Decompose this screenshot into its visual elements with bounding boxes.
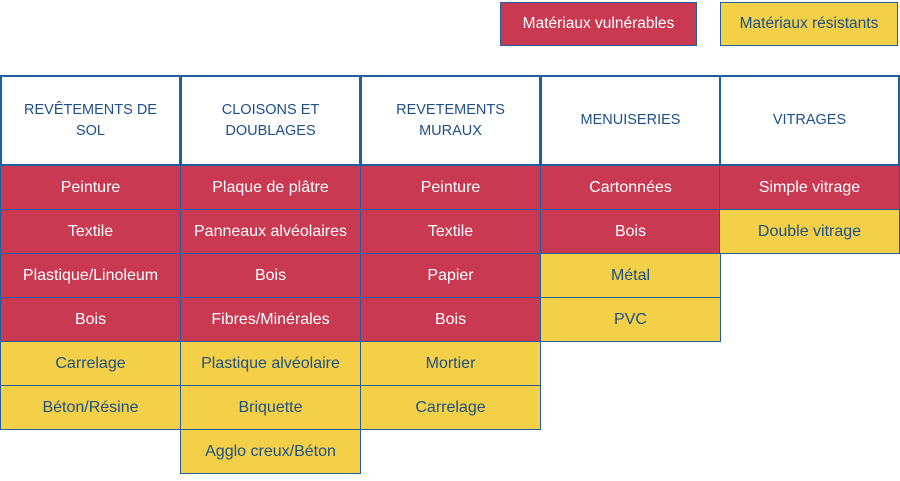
material-cell: Métal (540, 253, 721, 298)
legend-resistant-label: Matériaux résistants (739, 15, 879, 32)
material-cell: Double vitrage (719, 209, 900, 254)
material-cell: Carrelage (0, 341, 181, 386)
material-cell: Plastique/Linoleum (0, 253, 181, 298)
material-cell: Plaque de plâtre (180, 165, 361, 210)
material-cell: Carrelage (360, 385, 541, 430)
material-cell: PVC (540, 297, 721, 342)
material-cell: Fibres/Minérales (180, 297, 361, 342)
material-cell: Panneaux alvéolaires (180, 209, 361, 254)
material-cell: Peinture (360, 165, 541, 210)
material-cell: Béton/Résine (0, 385, 181, 430)
material-cell: Bois (540, 209, 721, 254)
material-cell: Simple vitrage (719, 165, 900, 210)
material-cell: Bois (360, 297, 541, 342)
legend-vulnerable-label: Matériaux vulnérables (522, 15, 675, 32)
material-cell: Papier (360, 253, 541, 298)
material-cell: Bois (0, 297, 181, 342)
material-cell: Briquette (180, 385, 361, 430)
column-header: CLOISONS ET DOUBLAGES (180, 75, 361, 166)
column-header: REVÊTEMENTS DE SOL (0, 75, 181, 166)
material-cell: Mortier (360, 341, 541, 386)
material-cell: Agglo creux/Béton (180, 429, 361, 474)
material-cell: Textile (0, 209, 181, 254)
material-cell: Plastique alvéolaire (180, 341, 361, 386)
column-header: VITRAGES (719, 75, 900, 166)
material-cell: Peinture (0, 165, 181, 210)
legend-vulnerable: Matériaux vulnérables (500, 2, 697, 46)
material-cell: Textile (360, 209, 541, 254)
material-cell: Bois (180, 253, 361, 298)
column-header: REVETEMENTS MURAUX (360, 75, 541, 166)
column-header: MENUISERIES (540, 75, 721, 166)
material-cell: Cartonnées (540, 165, 721, 210)
legend-resistant: Matériaux résistants (720, 2, 898, 46)
